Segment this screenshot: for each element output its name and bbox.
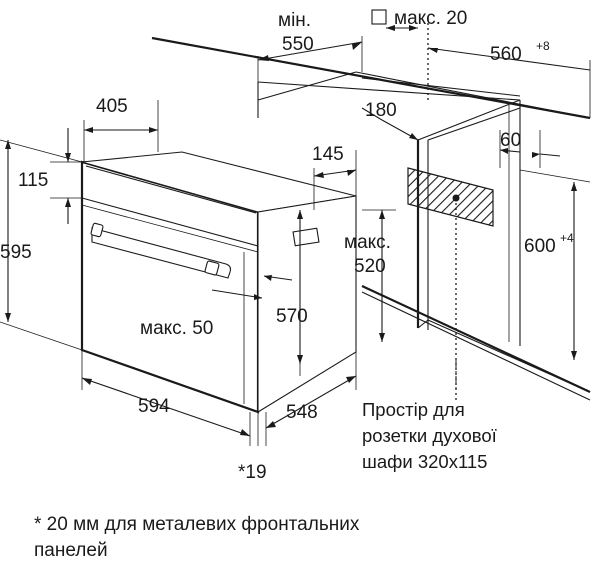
label-405: 405 <box>96 96 128 117</box>
label-595: 595 <box>0 242 32 263</box>
label-570: 570 <box>276 306 308 327</box>
label-560-tolerance: +8 <box>536 39 550 53</box>
dimension-labels: мін. 550 макс. 20 560 +8 405 180 60 145 … <box>0 8 574 483</box>
label-180: 180 <box>365 100 397 121</box>
label-max20: макс. 20 <box>394 8 467 29</box>
label-520: 520 <box>354 256 386 277</box>
label-min: мін. <box>278 10 311 31</box>
label-560: 560 <box>490 44 522 65</box>
label-145: 145 <box>312 144 344 165</box>
footnote-line-1: * 20 мм для металевих фронтальних <box>34 514 360 535</box>
label-600-tolerance: +4 <box>560 231 574 245</box>
label-max50: макс. 50 <box>140 318 213 339</box>
label-max: макс. <box>344 232 391 253</box>
socket-caption: Простір для розетки духової шафи 320x115 <box>362 399 497 472</box>
dimension-lines <box>0 9 591 446</box>
caption-line-3: шафи 320x115 <box>362 451 487 472</box>
label-550: 550 <box>282 34 314 55</box>
label-115: 115 <box>18 170 48 191</box>
caption-line-2: розетки духової <box>362 425 497 446</box>
label-548: 548 <box>286 402 318 423</box>
label-note-19: *19 <box>238 462 267 483</box>
label-60: 60 <box>500 130 521 151</box>
socket-space <box>407 18 494 400</box>
oven <box>80 151 357 414</box>
label-594: 594 <box>138 396 170 417</box>
footnote: * 20 мм для металевих фронтальних панеле… <box>34 514 360 561</box>
label-600: 600 <box>524 236 556 257</box>
footnote-line-2: панелей <box>34 540 108 561</box>
caption-line-1: Простір для <box>362 399 465 420</box>
